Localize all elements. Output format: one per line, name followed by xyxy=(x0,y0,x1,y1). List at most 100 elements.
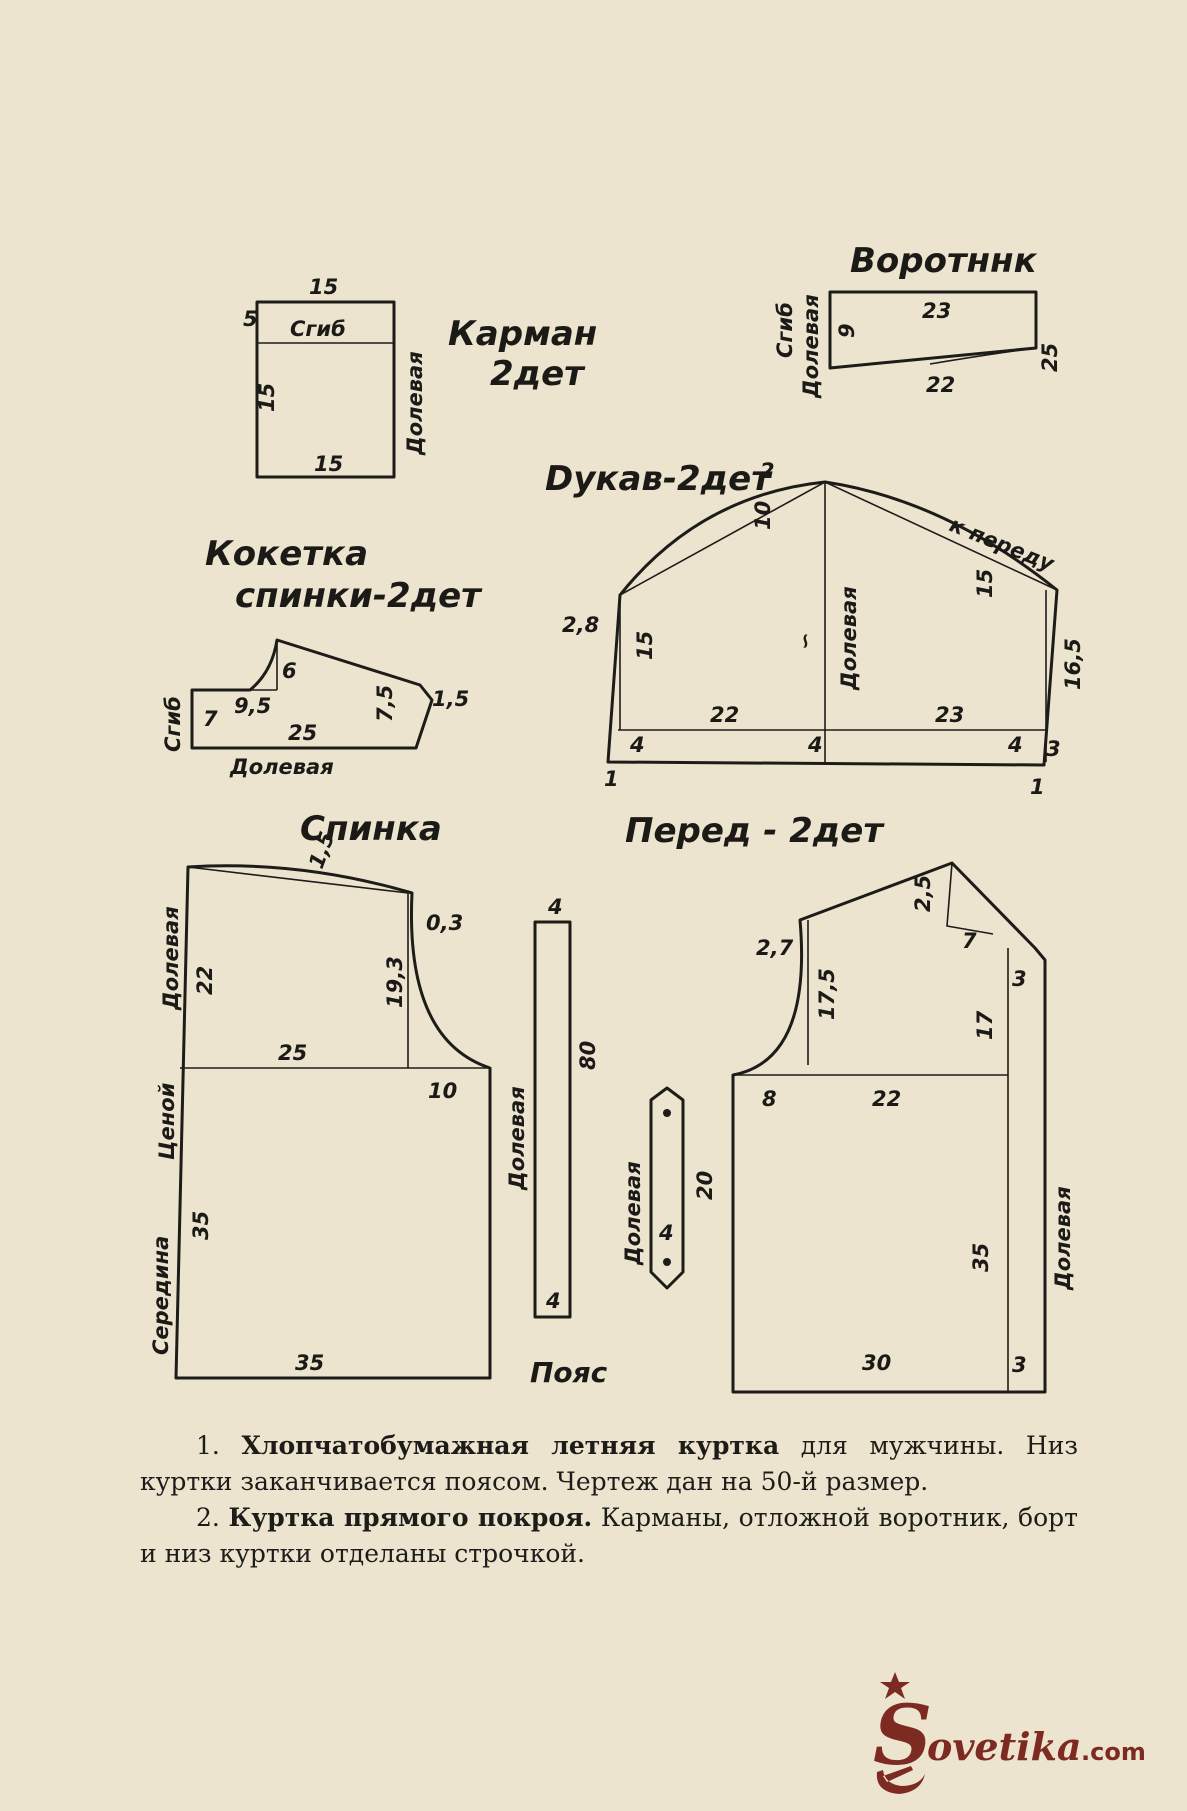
sleeve-cuff-left-dim: 4 xyxy=(629,733,645,757)
caption-p2-bold: Куртка прямого покроя. xyxy=(228,1503,593,1532)
sleeve-left-top-dim: 2,8 xyxy=(562,613,599,637)
back-lower-dim: 35 xyxy=(189,1211,213,1240)
back-yoke-right-height-dim: 7,5 xyxy=(373,685,397,722)
belt-grain-label: Долевая xyxy=(505,1086,529,1191)
front-lapel-fold xyxy=(946,862,994,935)
back-piece: Спинка 1,5 0,3 Долевая 22 19,3 25 10 Сер… xyxy=(149,809,492,1380)
belt-tab-length-dim: 20 xyxy=(693,1171,717,1200)
caption-text: 1. Хлопчатобумажная летняя куртка для му… xyxy=(140,1428,1078,1572)
back-yoke-grain-label: Долевая xyxy=(229,755,334,779)
star-icon xyxy=(880,1672,910,1699)
front-placket-dim: 3 xyxy=(1012,967,1027,991)
belt-length-dim: 80 xyxy=(576,1041,600,1070)
back-side-dim: 10 xyxy=(428,1079,457,1103)
sleeve-right-height-dim: 16,5 xyxy=(1061,638,1085,690)
pocket-bottom-dim: 15 xyxy=(314,452,343,476)
back-title: Спинка xyxy=(300,809,442,849)
back-yoke-width-dim: 25 xyxy=(288,721,317,745)
back-shoulder-guide xyxy=(187,866,409,894)
back-yoke-left-height-dim: 7 xyxy=(203,707,218,731)
sleeve-cuff-right-dim: 4 xyxy=(1007,733,1023,757)
belt-tab-piece: Долевая 20 4 xyxy=(621,1086,717,1290)
belt-bottom-dim: 4 xyxy=(545,1289,561,1313)
pattern-diagram: Карман 2дет 15 5 Сгиб 15 15 Долевая Воро… xyxy=(149,241,1085,1394)
sleeve-cuff-right2-dim: 3 xyxy=(1046,737,1061,761)
belt-piece: 4 80 Долевая 4 Пояс xyxy=(505,895,608,1389)
sleeve-left-height-dim: 15 xyxy=(633,631,657,660)
back-armhole-top-dim: 0,3 xyxy=(426,911,463,935)
sleeve-bottom-left-dim: 1 xyxy=(604,767,619,791)
pocket-fold-dim: 5 xyxy=(243,307,258,331)
back-height-dim: 22 xyxy=(193,966,217,995)
pocket-grain-label: Долевая xyxy=(403,351,427,456)
back-outline xyxy=(174,864,492,1380)
hammer-sickle-icon xyxy=(876,1766,925,1794)
collar-fold-label: Сгиб xyxy=(773,302,797,358)
back-armhole-dim: 19,3 xyxy=(383,956,407,1008)
caption-paragraph-1: 1. Хлопчатобумажная летняя куртка для му… xyxy=(140,1428,1078,1500)
caption-paragraph-2: 2. Куртка прямого покроя. Карманы, отлож… xyxy=(140,1500,1078,1572)
back-yoke-title-2: спинки-2дет xyxy=(235,576,483,616)
sleeve-grain-label: Долевая xyxy=(837,586,861,691)
back-center-label: Середина xyxy=(149,1236,173,1355)
watermark-initial: S xyxy=(873,1688,932,1784)
sleeve-center-mark: ∽ xyxy=(793,632,817,650)
collar-height-dim: 9 xyxy=(835,323,859,338)
pocket-fold-label: Сгиб xyxy=(290,317,346,341)
front-side-dim: 8 xyxy=(762,1087,777,1111)
front-grain-label: Долевая xyxy=(1051,1186,1075,1291)
caption-p1-number: 1. xyxy=(196,1431,242,1460)
caption-p1-rest: для мужчины. Низ куртки заканчивается по… xyxy=(140,1431,1078,1496)
collar-bottom-dim: 22 xyxy=(926,373,955,397)
sovetika-watermark: S ovetika .com xyxy=(873,1672,1146,1794)
front-lower-dim: 35 xyxy=(969,1243,993,1272)
front-lapel-dim: 7 xyxy=(962,929,977,953)
front-armhole-dim: 17,5 xyxy=(815,968,839,1020)
front-placket-height-dim: 17 xyxy=(973,1010,997,1040)
belt-tab-outline xyxy=(649,1086,685,1290)
back-bottom-dim: 35 xyxy=(295,1351,324,1375)
pocket-outline xyxy=(255,300,396,479)
sleeve-title: Dукав-2дет xyxy=(545,459,773,499)
sleeve-bottom-right-dim: 1 xyxy=(1030,775,1045,799)
sleeve-cap-right-dim: 15 xyxy=(973,569,997,598)
pocket-piece: Карман 2дет 15 5 Сгиб 15 15 Долевая xyxy=(243,275,597,479)
front-width-dim: 22 xyxy=(872,1087,901,1111)
sleeve-width-left-dim: 22 xyxy=(710,703,739,727)
collar-title: Воротннк xyxy=(850,241,1038,281)
front-piece: Перед - 2дет 2,5 7 2,7 17,5 3 17 8 22 До… xyxy=(625,811,1075,1394)
back-yoke-title-1: Кокетка xyxy=(205,534,368,574)
pocket-top-dim: 15 xyxy=(309,275,338,299)
collar-grain-label: Долевая xyxy=(799,294,823,399)
back-grain-label: Долевая xyxy=(159,906,183,1011)
belt-tab-hole-top xyxy=(663,1109,671,1117)
sleeve-ease-dim: 2 xyxy=(760,459,775,483)
sleeve-cuff-center-dim: 4 xyxy=(807,733,823,757)
belt-tab-hole-bottom xyxy=(663,1258,671,1266)
sleeve-piece: Dукав-2дет 2 10 к переду 15 2,8 15 Долев… xyxy=(545,459,1085,799)
belt-title: Пояс xyxy=(530,1356,608,1389)
watermark-domain: .com xyxy=(1081,1738,1146,1766)
collar-curve xyxy=(929,347,1037,365)
belt-tab-width-dim: 4 xyxy=(658,1221,674,1245)
sleeve-to-front-label: к переду xyxy=(946,512,1058,576)
back-yoke-neck-width-dim: 9,5 xyxy=(234,694,271,718)
collar-right-dim: 25 xyxy=(1038,343,1062,372)
watermark-name: ovetika xyxy=(927,1724,1082,1769)
caption-p2-rest: Карманы, отложной воротник, борт и низ к… xyxy=(140,1503,1078,1568)
back-yoke-dart-dim: 1,5 xyxy=(432,687,469,711)
front-shoulder-dim: 2,5 xyxy=(911,875,935,912)
pocket-side-dim: 15 xyxy=(255,383,279,412)
sleeve-outline xyxy=(606,480,1059,767)
front-bottom-dim: 30 xyxy=(862,1351,891,1375)
front-title: Перед - 2дет xyxy=(625,811,885,851)
back-yoke-neck-height-dim: 6 xyxy=(282,659,297,683)
caption-p1-bold: Хлопчатобумажная летняя куртка xyxy=(241,1431,780,1460)
back-yoke-fold-label: Сгиб xyxy=(161,696,185,752)
belt-top-dim: 4 xyxy=(547,895,563,919)
back-seam-label: Ценой xyxy=(155,1082,179,1160)
back-yoke-piece: Кокетка спинки-2дет Сгиб 7 9,5 6 25 7,5 … xyxy=(161,534,483,779)
sleeve-width-right-dim: 23 xyxy=(935,703,964,727)
pocket-title: Карман xyxy=(448,314,597,354)
